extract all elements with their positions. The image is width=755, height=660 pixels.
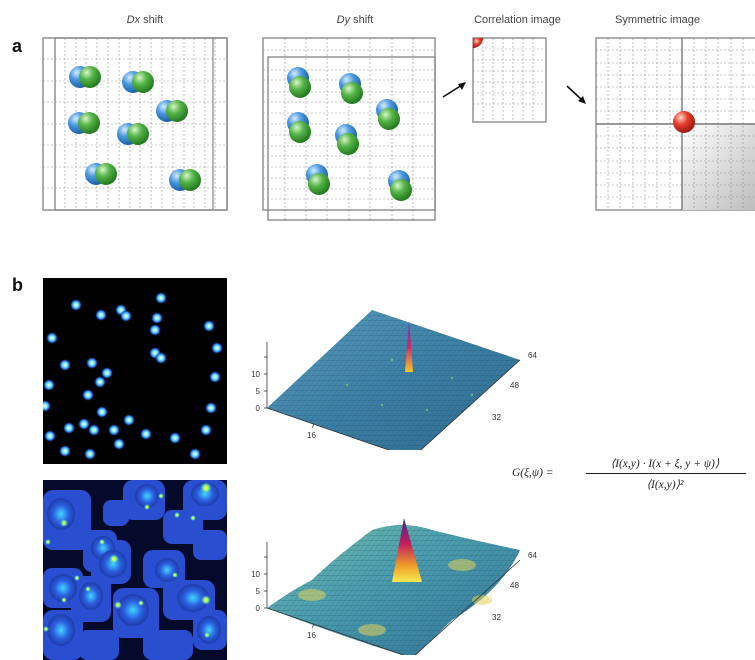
formula-denominator: ⟨I(x,y)⟩²: [646, 479, 684, 491]
dense-particle-image: [43, 480, 227, 660]
dx-particles: [68, 66, 201, 191]
y-tick-48: 48: [510, 381, 519, 390]
formula-numerator: ⟨I(x,y) · I(x + ξ, y + ψ)⟩: [610, 458, 720, 470]
dx-shift-box: [42, 37, 228, 211]
y-tick-32: 32: [492, 613, 501, 622]
correlation-formula: G(ξ,ψ) = ⟨I(x,y) · I(x + ξ, y + ψ)⟩ ⟨I(x…: [512, 456, 752, 496]
z-tick-0: 0: [256, 604, 261, 613]
dy-shift-title: Dy shift: [336, 14, 374, 26]
symmetric-image-title: Symmetric image: [615, 14, 700, 26]
dense-correlation-surface: 0 5 10 16 32 48 64: [252, 518, 537, 655]
y-tick-64: 64: [528, 351, 537, 360]
symmetric-image-box: [595, 37, 755, 211]
dx-shift-title: Dx shift: [126, 14, 164, 26]
symmetric-peak-marker: [673, 111, 695, 133]
x-tick-16: 16: [307, 631, 316, 640]
z-tick-0: 0: [256, 404, 261, 413]
y-tick-64: 64: [528, 551, 537, 560]
z-tick-10: 10: [252, 370, 261, 379]
panel-a-label: a: [12, 36, 23, 56]
y-tick-48: 48: [510, 581, 519, 590]
correlation-image-title: Correlation image: [474, 14, 561, 26]
dy-shift-box: [262, 37, 436, 221]
panel-a-diagram: [42, 37, 755, 221]
sparse-particle-image: [43, 278, 227, 464]
arrow-to-symmetric: [566, 85, 586, 104]
x-tick-16: 16: [307, 431, 316, 440]
formula-lhs: G(ξ,ψ) =: [512, 467, 554, 479]
arrow-to-correlation: [442, 82, 466, 98]
z-tick-5: 5: [256, 587, 261, 596]
sparse-correlation-surface: 0 5 10 16 32 48 64: [252, 310, 537, 450]
z-tick-10: 10: [252, 570, 261, 579]
correlation-peak-marker: [473, 38, 483, 48]
dense-correlation-peak: [392, 518, 422, 582]
z-tick-5: 5: [256, 387, 261, 396]
panel-b-label: b: [12, 275, 23, 295]
formula-fraction-bar: [586, 473, 746, 474]
y-tick-32: 32: [492, 413, 501, 422]
sparse-correlation-peak: [405, 320, 413, 372]
correlation-image-box: [472, 37, 547, 123]
dy-particles: [287, 67, 412, 201]
